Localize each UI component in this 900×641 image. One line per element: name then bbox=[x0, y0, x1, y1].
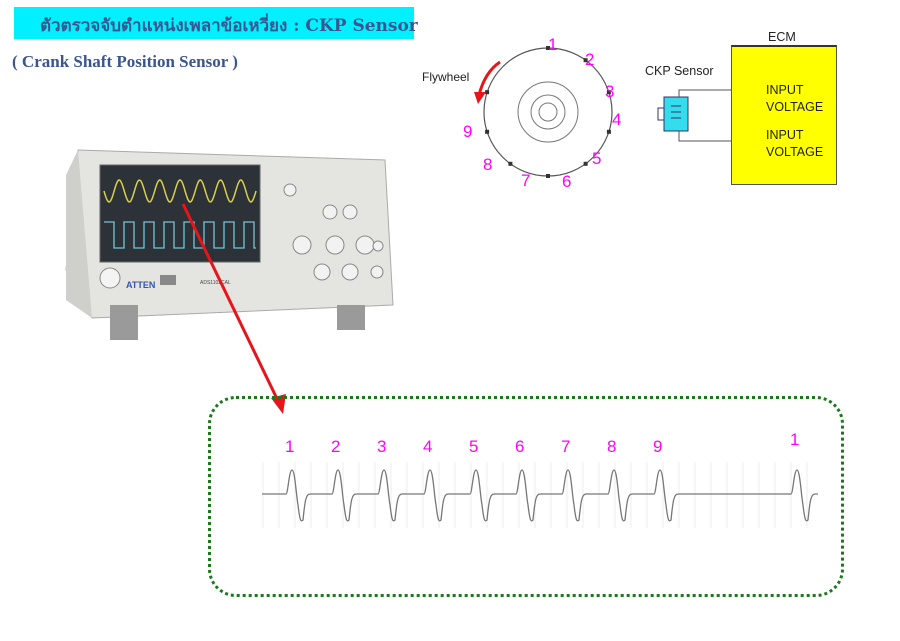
flywheel-tooth bbox=[583, 58, 588, 63]
oscilloscope bbox=[65, 149, 394, 340]
pulse-label: 1 bbox=[285, 437, 295, 456]
flywheel-tooth bbox=[546, 174, 550, 178]
scope-knob bbox=[313, 263, 331, 281]
flywheel-tooth bbox=[508, 161, 513, 166]
ecm-input-1-line1: INPUT bbox=[766, 83, 804, 97]
scope-knobs bbox=[283, 183, 384, 281]
ckp-sensor-label: CKP Sensor bbox=[645, 64, 714, 78]
scope-brand: ATTEN bbox=[126, 280, 155, 290]
tooth-label: 9 bbox=[463, 122, 473, 141]
flywheel-tooth bbox=[546, 46, 550, 50]
waveform-frame bbox=[208, 396, 844, 597]
scope-knob bbox=[342, 204, 358, 220]
tooth-label: 6 bbox=[562, 172, 572, 191]
scope-screen bbox=[99, 164, 261, 263]
flywheel-tooth bbox=[583, 161, 588, 166]
ecm-input-1: INPUT VOLTAGE bbox=[766, 82, 823, 116]
scope-knob bbox=[292, 235, 312, 255]
pulse-label: 2 bbox=[331, 437, 341, 456]
scope-knob bbox=[325, 235, 345, 255]
ecm-input-2-line1: INPUT bbox=[766, 128, 804, 142]
ecm-input-2-line2: VOLTAGE bbox=[766, 145, 824, 159]
rotation-arrow bbox=[477, 60, 501, 96]
pointer-arrow-line bbox=[181, 203, 282, 406]
ecm-input-1-line2: VOLTAGE bbox=[766, 100, 824, 114]
page-title: ตัวตรวจจับตำแหน่งเพลาข้อเหวี่ยง : CKP Se… bbox=[40, 16, 418, 36]
scope-foot-left bbox=[110, 305, 138, 340]
power-button bbox=[99, 267, 121, 289]
scope-knob bbox=[341, 263, 359, 281]
ecm-box: INPUT VOLTAGE INPUT VOLTAGE bbox=[731, 45, 837, 185]
pulse-label: 8 bbox=[607, 437, 617, 456]
flywheel-tooth bbox=[606, 90, 611, 95]
pointer-arrow-head bbox=[271, 394, 286, 414]
ecm-label: ECM bbox=[768, 30, 796, 44]
pulse-label: 6 bbox=[515, 437, 525, 456]
pulse-label: 7 bbox=[561, 437, 571, 456]
ckp-waveform bbox=[262, 469, 818, 522]
pulse-label: 9 bbox=[653, 437, 663, 456]
tooth-label: 7 bbox=[521, 171, 531, 190]
waveform-grid bbox=[262, 462, 808, 528]
flywheel-tooth bbox=[485, 129, 490, 134]
ecm-input-2: INPUT VOLTAGE bbox=[766, 127, 823, 161]
tooth-label: 4 bbox=[612, 110, 622, 129]
rotation-arrow-head bbox=[474, 92, 486, 104]
page-subtitle: ( Crank Shaft Position Sensor ) bbox=[12, 52, 238, 71]
scope-square-trace bbox=[104, 221, 256, 249]
scope-knob bbox=[355, 235, 375, 255]
tooth-label: 1 bbox=[548, 35, 558, 54]
scope-model: ADS1102CAL bbox=[200, 280, 231, 286]
flywheel-label: Flywheel bbox=[422, 70, 470, 84]
pulse-label: 1 bbox=[790, 430, 800, 449]
scope-knob bbox=[370, 265, 384, 279]
flywheel bbox=[474, 46, 613, 178]
usb-port bbox=[160, 275, 176, 285]
flywheel-tooth bbox=[606, 129, 611, 134]
flywheel-tooth bbox=[485, 90, 490, 95]
scope-sine-trace bbox=[103, 179, 257, 203]
scope-knob bbox=[372, 240, 384, 252]
pulse-label: 4 bbox=[423, 437, 433, 456]
pulse-label: 3 bbox=[377, 437, 387, 456]
tooth-label: 5 bbox=[592, 149, 602, 168]
scope-knob bbox=[322, 204, 338, 220]
title-banner bbox=[14, 7, 414, 39]
scope-knob bbox=[283, 183, 297, 197]
tooth-label: 3 bbox=[605, 82, 615, 101]
pulse-label: 5 bbox=[469, 437, 479, 456]
scope-foot-right bbox=[337, 305, 365, 330]
ckp-sensor-body bbox=[663, 96, 689, 132]
tooth-label: 8 bbox=[483, 155, 493, 174]
tooth-label: 2 bbox=[585, 50, 595, 69]
